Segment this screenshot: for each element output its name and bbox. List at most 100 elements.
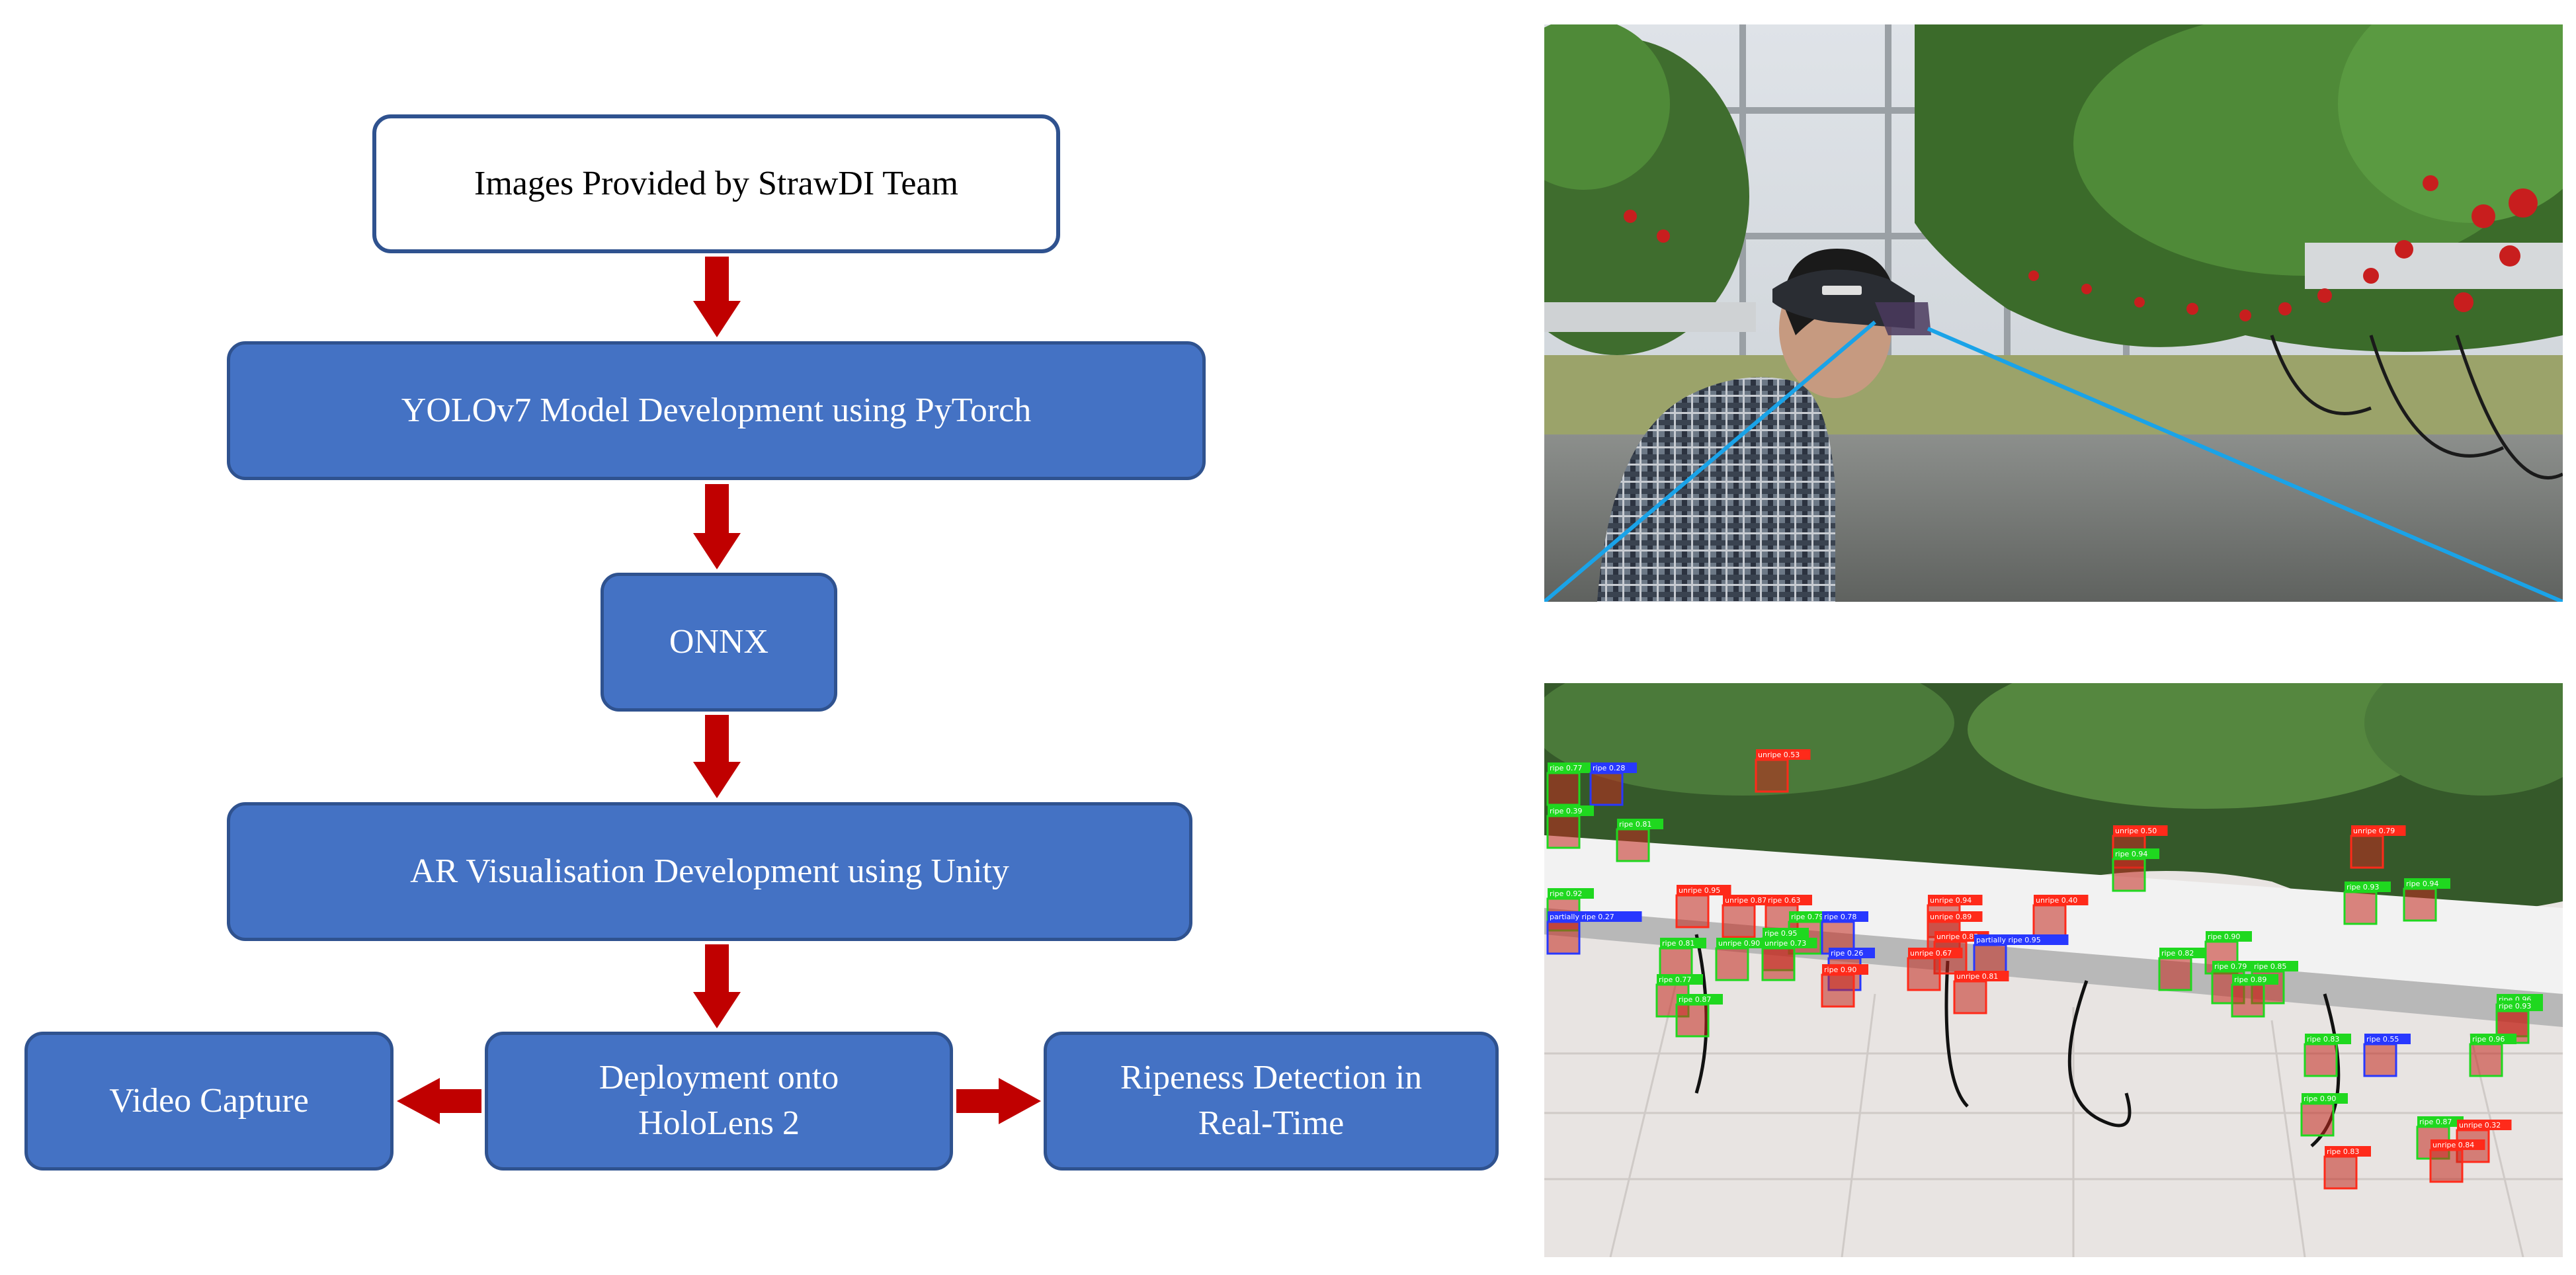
detection-label-bg: [1908, 948, 1963, 958]
arrow-down-icon: [693, 257, 741, 337]
detection-label: ripe 0.89: [2234, 975, 2266, 984]
detection-box: unripe 0.95: [1675, 885, 1731, 928]
arrow-down-icon: [693, 715, 741, 798]
detection-label: unripe 0.95: [1679, 886, 1720, 895]
detection-bbox: [2304, 1043, 2338, 1077]
detection-bbox: [1715, 947, 1749, 981]
detection-bbox: [1546, 921, 1581, 955]
detection-box: ripe 0.90: [2300, 1093, 2348, 1137]
detection-label: unripe 0.73: [1765, 939, 1806, 948]
detection-label-bg: [2417, 1116, 2464, 1127]
detection-label: ripe 0.81: [1662, 939, 1694, 948]
detection-label-bg: [1928, 911, 1983, 922]
detection-box: unripe 0.81: [1953, 971, 2009, 1014]
person-wearing-hololens-photo: [1544, 24, 2563, 602]
detection-label: ripe 0.90: [2304, 1094, 2336, 1103]
detection-label-bg: [2497, 1001, 2543, 1011]
detection-label: ripe 0.55: [2366, 1035, 2399, 1044]
detection-label: ripe 0.93: [2347, 883, 2379, 891]
detection-label: ripe 0.94: [2115, 850, 2147, 858]
detection-label-bg: [1617, 819, 1663, 829]
detection-label-bg: [1548, 805, 1594, 816]
detection-label-bg: [2159, 948, 2206, 958]
detection-label: ripe 0.82: [2161, 949, 2194, 958]
detection-label-bg: [1829, 948, 1875, 958]
detection-label: unripe 0.40: [2036, 896, 2077, 905]
detection-label: ripe 0.83: [2307, 1035, 2339, 1044]
detection-label: ripe 0.93: [2499, 1002, 2531, 1010]
video-capture-label: Video Capture: [109, 1081, 309, 1120]
detection-label-bg: [1763, 938, 1817, 948]
detection-label: ripe 0.87: [1679, 995, 1711, 1004]
ar-visualisation-box: AR Visualisation Development using Unity: [227, 802, 1192, 941]
detection-label-bg: [2212, 961, 2259, 971]
detection-box: unripe 0.79: [2350, 825, 2406, 869]
ripeness-detection-label: Ripeness Detection in Real-Time: [1120, 1059, 1423, 1142]
detection-box: ripe 0.83: [2304, 1034, 2351, 1077]
images-provided-label: Images Provided by StrawDI Team: [474, 164, 958, 202]
deployment-label: Deployment onto HoloLens 2: [599, 1059, 839, 1142]
detection-label-bg: [1677, 994, 1723, 1005]
detection-bbox: [1722, 904, 1756, 938]
detection-box: ripe 0.55: [2363, 1034, 2411, 1077]
detection-box: ripe 0.82: [2158, 948, 2206, 991]
detection-label: ripe 0.63: [1768, 896, 1800, 905]
detection-label-bg: [1716, 938, 1771, 948]
detection-bbox: [2343, 891, 2378, 925]
detection-label-bg: [1954, 971, 2009, 981]
detection-label: ripe 0.77: [1550, 764, 1582, 772]
yolo-development-box: YOLOv7 Model Development using PyTorch: [227, 341, 1206, 480]
detection-bbox: [2231, 983, 2265, 1018]
detection-label-bg: [1822, 964, 1868, 975]
detection-label-bg: [2431, 1139, 2485, 1150]
detection-label-bg: [1591, 762, 1637, 773]
detection-label: ripe 0.95: [1765, 929, 1797, 938]
detection-box: ripe 0.87: [1675, 994, 1723, 1038]
detection-label-bg: [2364, 1034, 2411, 1044]
detection-label: unripe 0.50: [2115, 827, 2157, 835]
detection-box: unripe 0.40: [2032, 895, 2089, 938]
detection-label: ripe 0.90: [1824, 966, 1856, 974]
onnx-box: ONNX: [601, 573, 837, 712]
detection-label: ripe 0.83: [2327, 1147, 2359, 1156]
detection-box: ripe 0.96: [2469, 1034, 2516, 1077]
arrow-down-icon: [693, 484, 741, 569]
detection-label-bg: [2325, 1146, 2371, 1157]
arrow-down-icon: [693, 944, 741, 1028]
detection-box: ripe 0.77: [1655, 974, 1703, 1018]
detection-label: ripe 0.92: [1550, 889, 1582, 898]
detection-bbox: [2158, 957, 2192, 991]
detection-bbox: [2429, 1149, 2464, 1183]
detection-box: unripe 0.73: [1761, 938, 1817, 981]
video-capture-box: Video Capture: [24, 1032, 394, 1171]
detection-box: ripe 0.90: [2204, 931, 2252, 975]
detection-label-bg: [1677, 885, 1731, 895]
detection-label: ripe 0.39: [1550, 807, 1582, 815]
detection-bbox: [2323, 1155, 2358, 1190]
detection-label: unripe 0.94: [1930, 896, 1972, 905]
detection-label-bg: [2351, 825, 2406, 836]
detection-label: ripe 0.79: [1791, 913, 1823, 921]
detection-label: ripe 0.77: [1659, 975, 1691, 984]
detection-label-bg: [2302, 1093, 2348, 1104]
onnx-label: ONNX: [669, 622, 769, 661]
detection-bbox: [1616, 828, 1650, 862]
detection-label: ripe 0.96: [2472, 1035, 2505, 1044]
detection-label-bg: [1657, 974, 1703, 985]
detection-bbox: [1755, 759, 1789, 793]
detection-bbox: [2112, 858, 2146, 892]
detection-label-bg: [2034, 895, 2089, 905]
detection-box: unripe 0.67: [1907, 948, 1963, 991]
detection-box: ripe 0.78: [1821, 911, 1868, 955]
detection-label-bg: [2232, 974, 2278, 985]
detection-box: ripe 0.28: [1589, 762, 1637, 806]
detection-label-bg: [1548, 762, 1594, 773]
arrow-left-icon: [397, 1078, 481, 1124]
detection-label: unripe 0.84: [2432, 1141, 2474, 1149]
detection-label-bg: [2457, 1120, 2512, 1130]
detection-box: partially ripe 0.27: [1546, 911, 1642, 955]
detection-label: ripe 0.26: [1831, 949, 1863, 958]
